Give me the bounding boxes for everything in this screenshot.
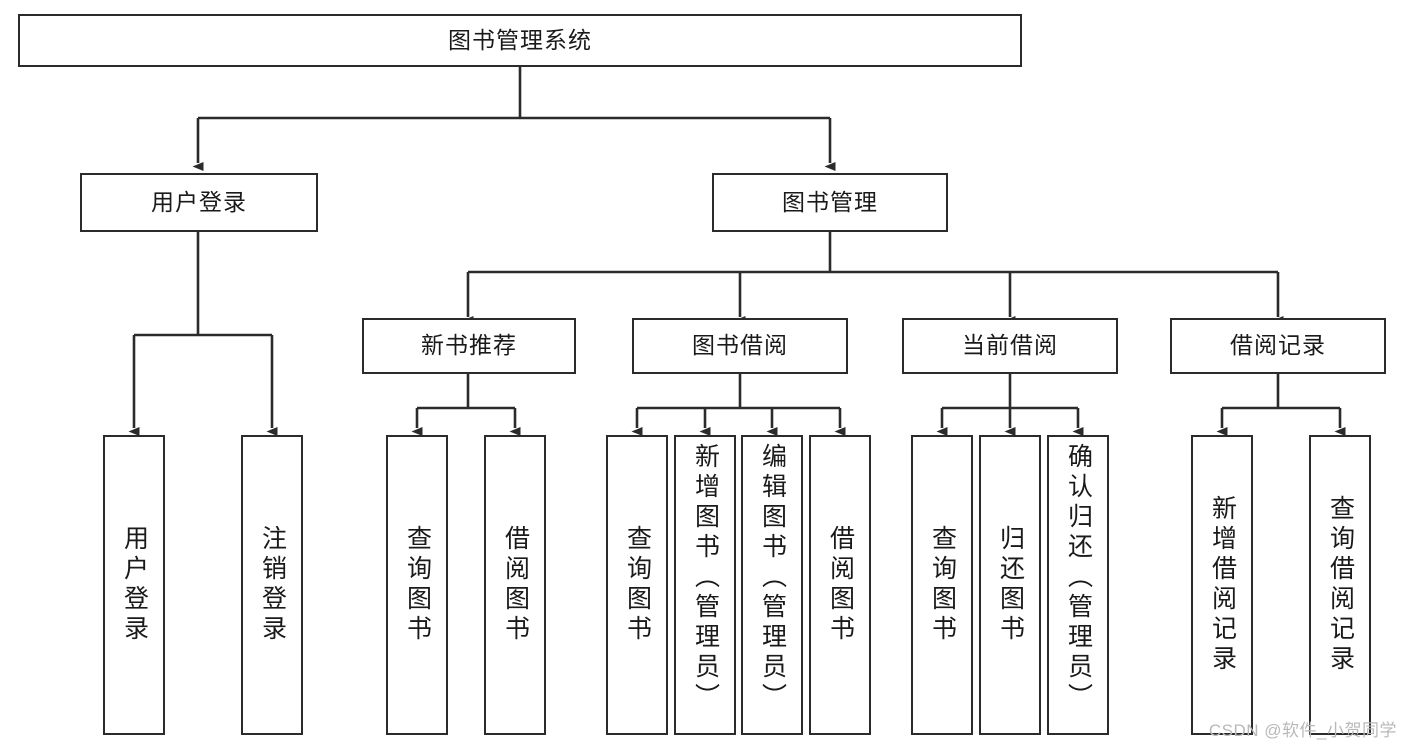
leaf-borrow-book-recommend[interactable]: 借阅图书 [484, 435, 546, 735]
leaf-return-book[interactable]: 归还图书 [979, 435, 1041, 735]
node-new-book-recommend[interactable]: 新书推荐 [362, 318, 576, 374]
node-user-login[interactable]: 用户登录 [80, 173, 318, 232]
node-label: 归还图书 [996, 525, 1025, 645]
leaf-query-book-borrow[interactable]: 查询图书 [606, 435, 668, 735]
node-label: 新增借阅记录 [1208, 495, 1237, 675]
node-label: 编辑图书（管理员） [758, 443, 787, 713]
node-label: 用户登录 [120, 525, 149, 645]
node-book-borrow[interactable]: 图书借阅 [632, 318, 848, 374]
leaf-add-book-admin[interactable]: 新增图书（管理员） [674, 435, 736, 735]
node-label: 用户登录 [151, 188, 247, 215]
node-label: 注销登录 [258, 525, 287, 645]
csdn-watermark: CSDN @软件_小贺同学 [1208, 721, 1397, 740]
node-label: 查询图书 [403, 525, 432, 645]
node-label: 新增图书（管理员） [691, 443, 720, 713]
leaf-edit-book-admin[interactable]: 编辑图书（管理员） [741, 435, 803, 735]
node-borrow-record[interactable]: 借阅记录 [1170, 318, 1386, 374]
node-book-management[interactable]: 图书管理 [712, 173, 948, 232]
leaf-query-book-current[interactable]: 查询图书 [911, 435, 973, 735]
leaf-confirm-return-admin[interactable]: 确认归还（管理员） [1047, 435, 1109, 735]
node-label: 查询图书 [623, 525, 652, 645]
leaf-user-login[interactable]: 用户登录 [103, 435, 165, 735]
node-label: 图书管理系统 [448, 26, 592, 53]
node-label: 查询图书 [928, 525, 957, 645]
leaf-borrow-book[interactable]: 借阅图书 [809, 435, 871, 735]
leaf-query-borrow-record[interactable]: 查询借阅记录 [1309, 435, 1371, 735]
node-label: 图书借阅 [692, 332, 788, 359]
leaf-user-logout[interactable]: 注销登录 [241, 435, 303, 735]
node-label: 确认归还（管理员） [1064, 443, 1093, 713]
leaf-query-book-recommend[interactable]: 查询图书 [386, 435, 448, 735]
node-label: 图书管理 [782, 188, 878, 215]
node-label: 借阅图书 [826, 525, 855, 645]
node-label: 借阅记录 [1230, 332, 1326, 359]
leaf-add-borrow-record[interactable]: 新增借阅记录 [1191, 435, 1253, 735]
node-root-system[interactable]: 图书管理系统 [18, 14, 1022, 67]
node-label: 查询借阅记录 [1326, 495, 1355, 675]
node-label: 新书推荐 [421, 332, 517, 359]
node-label: 借阅图书 [501, 525, 530, 645]
node-label: 当前借阅 [962, 332, 1058, 359]
node-current-borrow[interactable]: 当前借阅 [902, 318, 1118, 374]
